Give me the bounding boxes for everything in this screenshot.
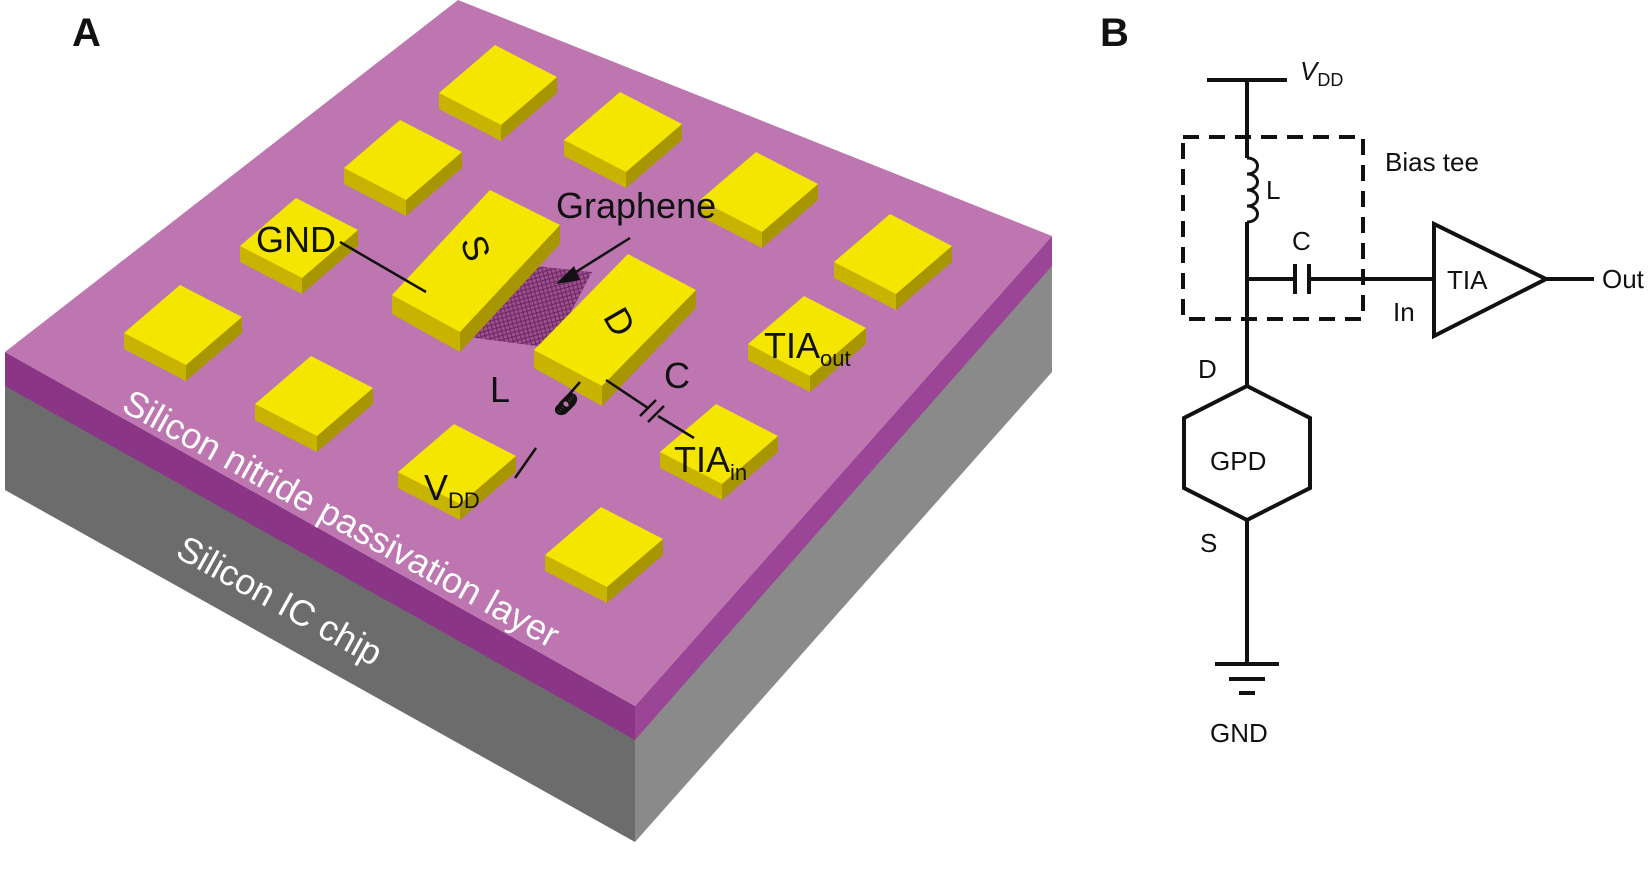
bias-tee-label: Bias tee	[1385, 147, 1479, 177]
capacitor-lead-left	[605, 378, 649, 410]
panel-a-letter: A	[72, 11, 101, 55]
inductor-lead-bottom	[513, 447, 538, 479]
circuit-inductor-label: L	[1266, 175, 1280, 205]
pad-tia-out	[748, 296, 866, 392]
panel-b-letter: B	[1100, 11, 1129, 55]
pad-vdd	[398, 424, 516, 520]
source-electrode	[392, 190, 560, 352]
gpd-hexagon	[1182, 383, 1312, 523]
circuit-capacitor-label: C	[1292, 226, 1311, 256]
tia-label: TIA	[1447, 265, 1488, 295]
pad-tia-in	[660, 404, 778, 500]
pad-bottom-1	[545, 507, 663, 603]
pad-top-3	[344, 120, 462, 216]
circuit-wires	[1207, 78, 1594, 695]
chip-front-face	[5, 360, 635, 842]
panel-b: B VDD Bias tee L C TIA In Out D GPD S	[1100, 11, 1645, 748]
chip-wiring	[339, 236, 695, 479]
capacitor-label: C	[664, 355, 690, 396]
circuit-drain-label: D	[1198, 354, 1217, 384]
pad-left-1	[124, 285, 242, 381]
pad-top-2	[564, 92, 682, 188]
gpd-label: GPD	[1210, 446, 1266, 476]
capacitor-lead-right	[657, 414, 695, 440]
chip-right-face	[635, 242, 1052, 842]
circuit-gnd-label: GND	[1210, 718, 1268, 748]
circuit-source-label: S	[1200, 528, 1217, 558]
pad-left-2	[255, 356, 373, 452]
inductor-label: L	[490, 369, 510, 410]
tia-amplifier-symbol	[1432, 220, 1551, 340]
vdd-pad-label: VDD	[424, 467, 480, 513]
pad-top-4	[700, 152, 818, 248]
drain-electrode	[534, 254, 696, 406]
graphene-arrow-head	[556, 266, 580, 284]
inductor-coil-symbol	[554, 393, 578, 416]
gnd-lead	[339, 240, 427, 294]
pad-top-1	[439, 45, 557, 141]
vdd-label: VDD	[1300, 56, 1343, 90]
pad-gnd	[240, 198, 358, 294]
graphene-label: Graphene	[556, 185, 716, 226]
inductor-symbol	[1246, 156, 1259, 224]
capacitor-plate-1	[639, 399, 657, 417]
contact-pads	[124, 45, 952, 603]
out-label: Out	[1602, 264, 1645, 294]
nitride-front-edge	[5, 352, 635, 740]
tia-out-label: TIAout	[764, 325, 851, 371]
bias-tee-box	[1181, 135, 1365, 321]
capacitor-plate-2	[647, 405, 665, 423]
nitride-right-edge	[635, 236, 1052, 740]
tia-in-label: TIAin	[674, 439, 747, 485]
in-label: In	[1393, 297, 1415, 327]
panel-a: A	[5, 0, 1052, 842]
gnd-label: GND	[256, 219, 336, 260]
pad-right-1	[834, 214, 952, 310]
